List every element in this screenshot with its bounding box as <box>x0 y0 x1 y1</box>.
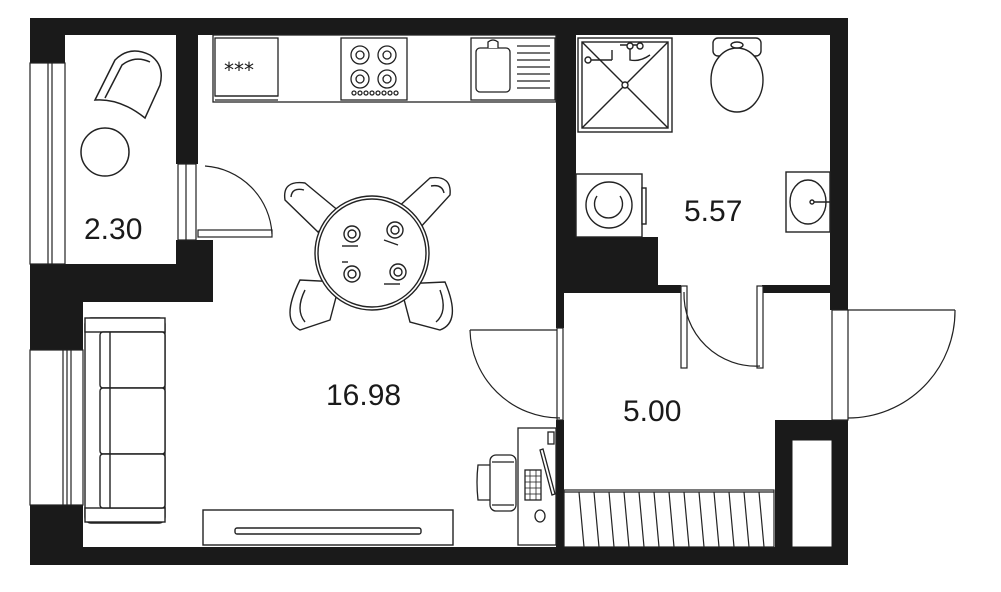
desk <box>476 427 557 546</box>
living-area-label: 16.98 <box>326 379 401 412</box>
bathroom-sink <box>785 171 831 233</box>
chair-back-line <box>104 58 151 99</box>
sofa <box>84 317 166 524</box>
plate <box>386 221 404 239</box>
wall <box>30 18 198 35</box>
balcony-door-frame <box>177 163 197 241</box>
plate <box>389 263 407 281</box>
wall <box>30 264 213 302</box>
balcony-window <box>29 62 66 265</box>
wall <box>176 18 198 164</box>
wall <box>83 547 848 565</box>
wall <box>762 285 832 293</box>
doors <box>197 165 956 421</box>
desk-lamp <box>547 431 555 445</box>
wall <box>30 505 83 565</box>
balcony-area-label: 2.30 <box>84 213 142 246</box>
stove <box>340 37 408 101</box>
closet <box>791 439 833 548</box>
refrigerator-label: *** <box>224 58 254 82</box>
bathroom-area-label: 5.57 <box>684 195 742 228</box>
wall <box>198 18 848 35</box>
entrance-door <box>831 309 956 421</box>
plate <box>343 265 361 283</box>
wall <box>556 420 564 550</box>
bathroom-door <box>680 285 764 369</box>
windows <box>29 62 197 506</box>
side-table <box>80 127 130 177</box>
monitor <box>539 448 556 496</box>
living-window <box>29 349 84 506</box>
keyboard <box>524 469 542 501</box>
balcony-door <box>197 165 273 238</box>
tv-stand <box>202 509 454 546</box>
washing-machine <box>575 173 647 238</box>
plate <box>343 225 361 243</box>
kitchen-sink <box>470 37 556 101</box>
dining-table-edge <box>317 198 427 308</box>
balcony-furniture <box>80 50 162 177</box>
kitchen <box>212 34 557 103</box>
toilet <box>710 37 764 113</box>
cutlery <box>342 239 400 285</box>
wall <box>830 18 848 310</box>
shower <box>577 37 673 133</box>
bathroom-fixtures <box>575 37 831 238</box>
wall <box>30 302 83 350</box>
wall <box>556 285 681 293</box>
dining-chair <box>399 281 453 331</box>
wall <box>556 293 564 328</box>
tv <box>234 527 422 535</box>
wall <box>556 18 576 293</box>
wall <box>556 237 658 293</box>
stairs <box>563 489 775 548</box>
desk-chair <box>476 454 517 512</box>
mouse <box>534 509 546 523</box>
refrigerator <box>214 37 279 101</box>
hall-area-label: 5.00 <box>623 395 681 428</box>
dining-set <box>283 176 453 331</box>
lounge-chair <box>93 50 162 120</box>
hall-door <box>469 327 564 421</box>
